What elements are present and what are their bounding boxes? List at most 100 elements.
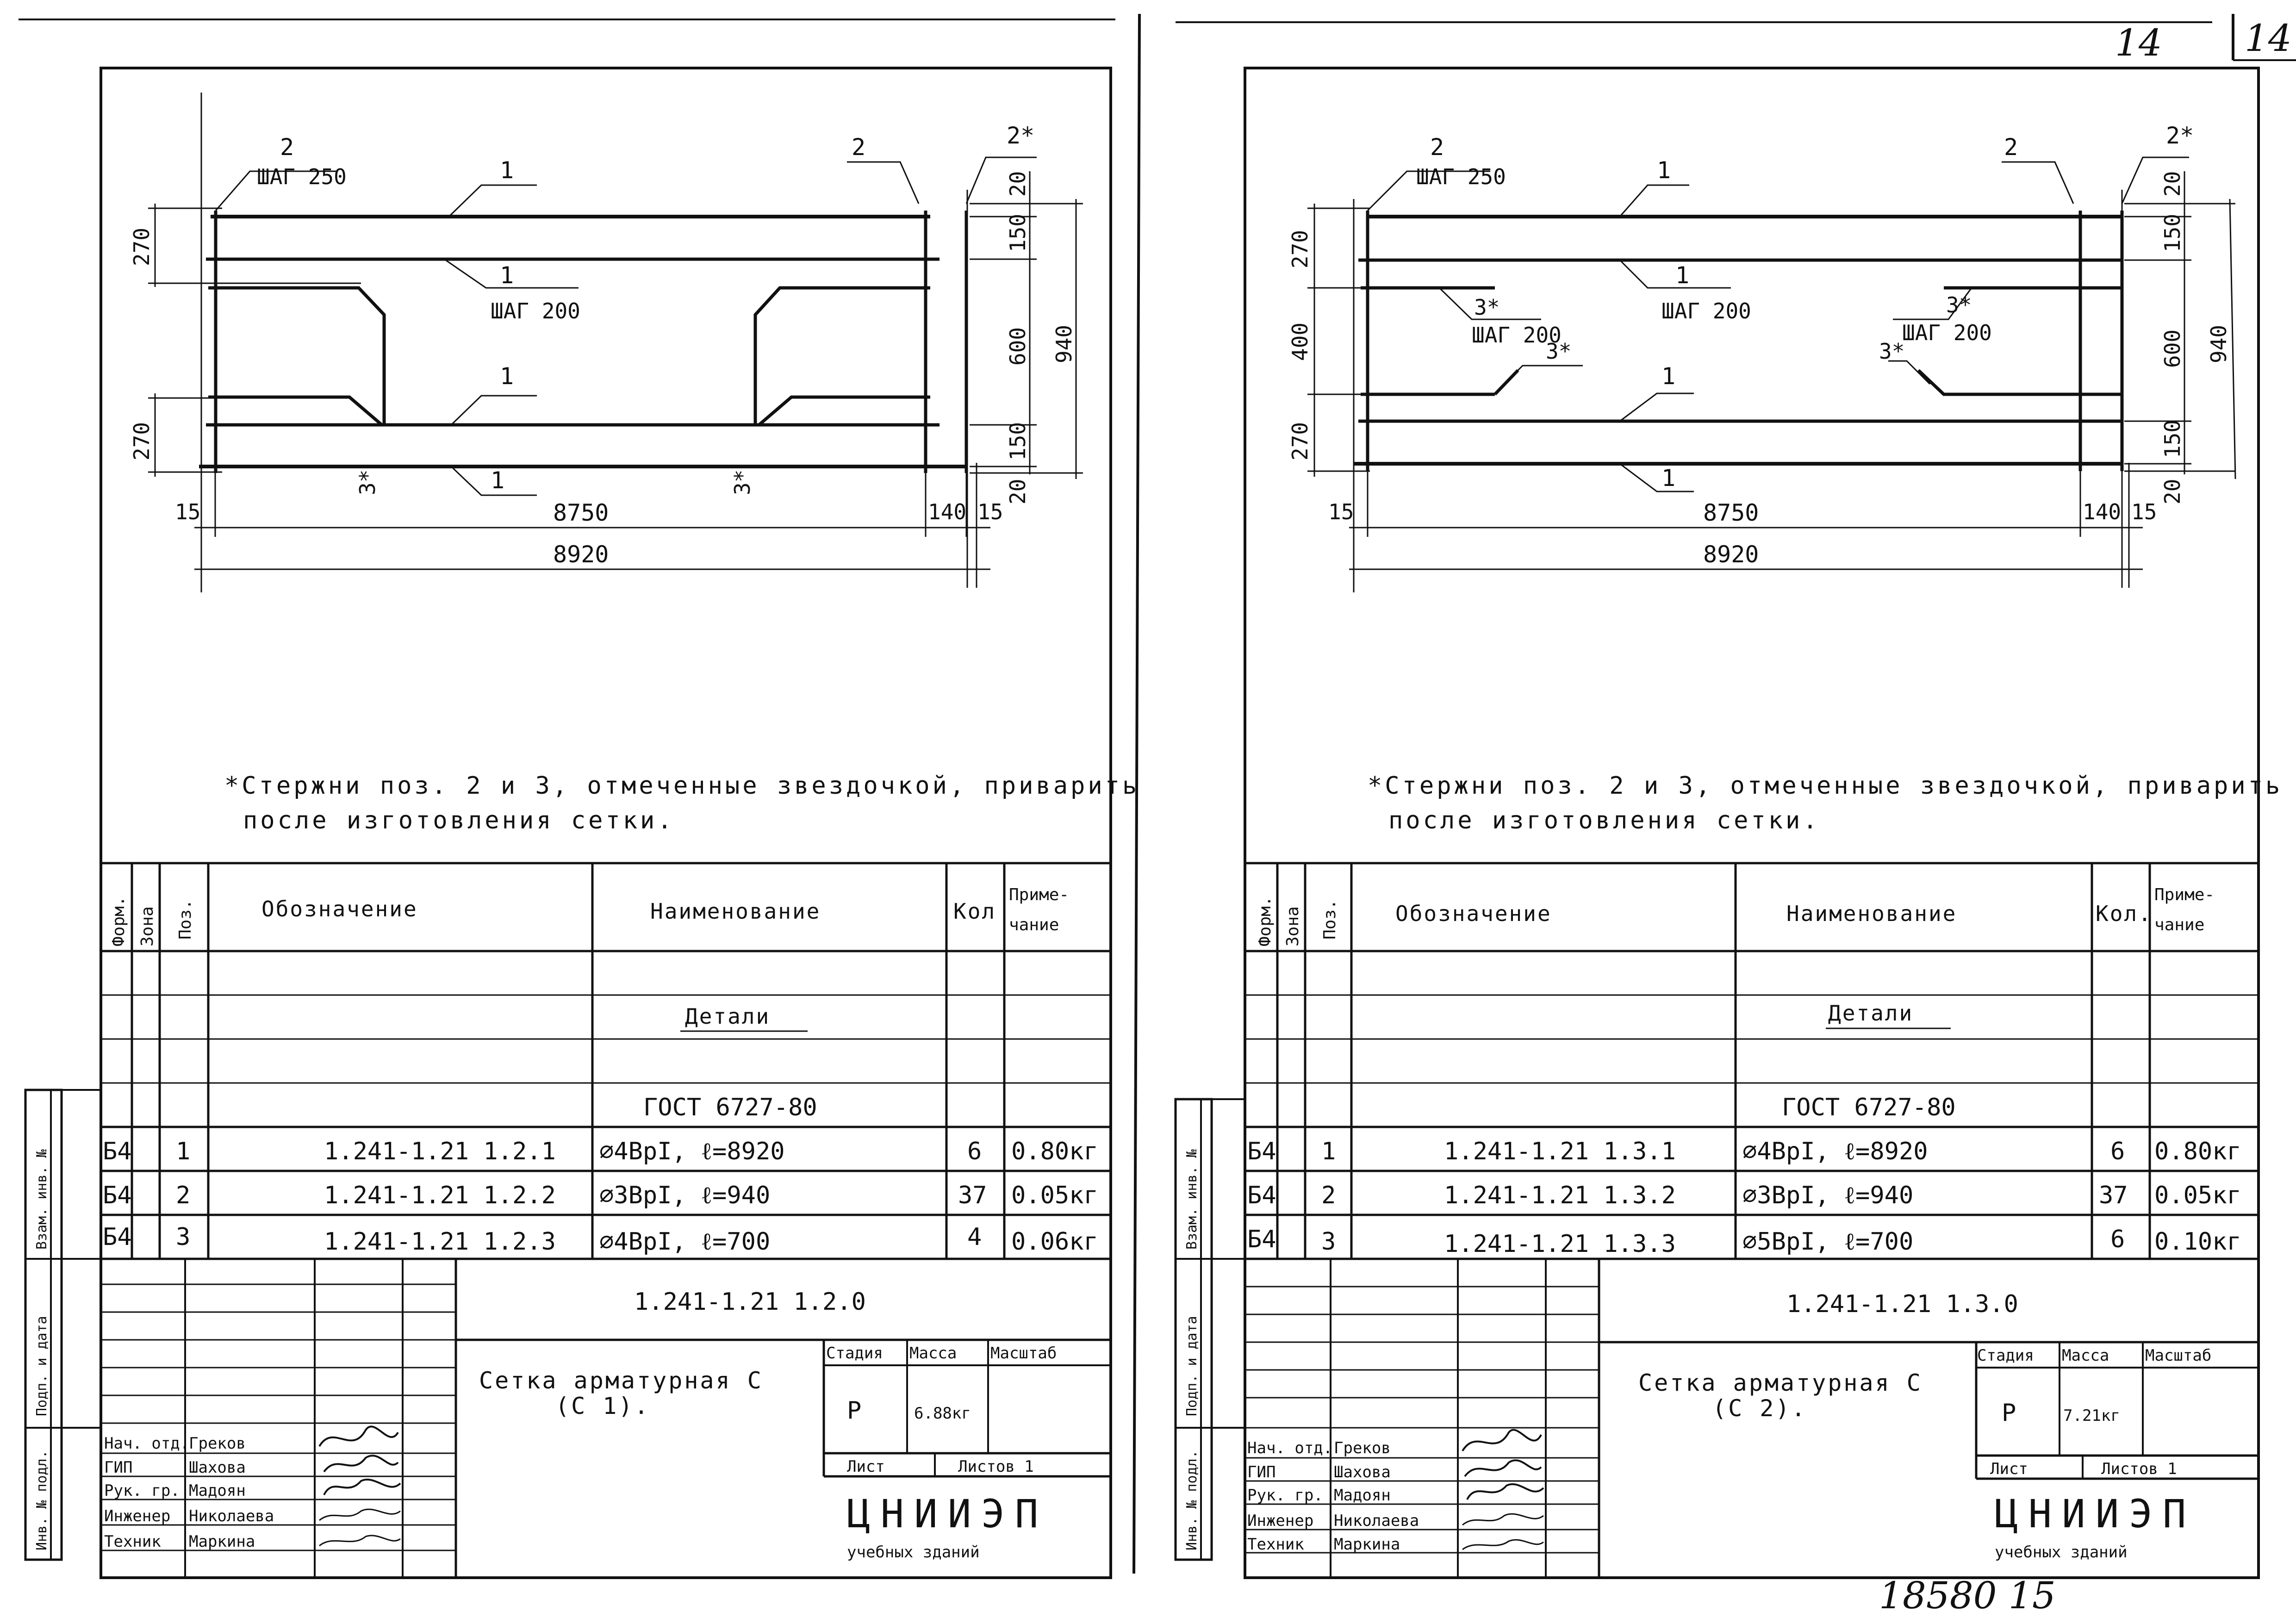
dim-940: 940 — [1052, 325, 1076, 363]
dim-8920: 8920 — [1703, 541, 1759, 568]
staff-name-2: Шахова — [1334, 1463, 1391, 1481]
label-pos2-right: 2 — [2004, 134, 2018, 161]
staff-name-1: Греков — [1334, 1439, 1391, 1457]
org-name: ЦНИИЭП — [1995, 1491, 2196, 1537]
row1-pos: 1 — [1321, 1138, 1336, 1165]
row1-pos: 1 — [176, 1138, 190, 1165]
staff-role-4: Инженер — [1247, 1512, 1313, 1530]
sheet-number-box: 14 — [2245, 17, 2292, 60]
stage-value: Р — [2002, 1399, 2016, 1427]
row2-note: 0.05кг — [1011, 1182, 1098, 1209]
label-pos2-left: 2 — [280, 134, 294, 161]
row2-note: 0.05кг — [2154, 1182, 2241, 1209]
note-line-2: после изготовления сетки. — [1388, 807, 1820, 834]
row2-qty: 37 — [958, 1182, 987, 1209]
staff-role-5: Техник — [104, 1532, 161, 1551]
mesh-drawing-c1: 2 ШАГ 250 2 2* 1 1 ШАГ 200 1 1 3* 3* 270… — [129, 93, 1083, 592]
scale-label: Масштаб — [990, 1344, 1057, 1363]
row3-designation: 1.241-1.21 1.3.3 — [1444, 1230, 1676, 1258]
row2-designation: 1.241-1.21 1.3.2 — [1444, 1182, 1676, 1209]
dim-600: 600 — [1005, 327, 1030, 366]
row2-format: Б4 — [1247, 1182, 1276, 1209]
col-header-qty: Кол — [953, 899, 996, 924]
label-pitch-200-c: ШАГ 200 — [1902, 320, 1992, 345]
dim-150-bottom: 150 — [1005, 422, 1030, 460]
col-header-zone: Зона — [1283, 906, 1302, 946]
stage-value: Р — [847, 1397, 861, 1425]
dim-20-top: 20 — [2160, 171, 2185, 197]
side-label-inv-replace: Взам. инв. № — [1184, 1149, 1200, 1250]
col-header-note-1: Приме- — [2154, 885, 2215, 904]
label-pos3-d: 3* — [1879, 339, 1904, 364]
staff-name-3: Мадоян — [189, 1481, 246, 1500]
dim-400: 400 — [1288, 323, 1313, 361]
row1-qty: 6 — [2110, 1138, 2125, 1165]
col-header-format: Форм. — [1256, 896, 1275, 946]
stage-label: Стадия — [826, 1344, 883, 1363]
dim-140: 140 — [2083, 499, 2121, 524]
row3-qty: 4 — [967, 1223, 982, 1251]
mass-label: Масса — [2062, 1346, 2109, 1365]
dim-940: 940 — [2206, 325, 2231, 363]
signature-4 — [1462, 1513, 1544, 1526]
row2-qty: 37 — [2099, 1182, 2128, 1209]
label-pitch-200: ШАГ 200 — [1661, 299, 1751, 324]
col-header-note-2: чание — [1009, 915, 1059, 934]
title-line-1: Сетка арматурная С — [479, 1367, 763, 1394]
title-line-1: Сетка арматурная С — [1638, 1369, 1923, 1396]
dim-20-bottom: 20 — [1005, 479, 1030, 504]
row3-format: Б4 — [1247, 1226, 1276, 1253]
label-pos2-star: 2* — [2166, 122, 2194, 149]
dim-150-bottom: 150 — [2160, 420, 2185, 458]
row3-qty: 6 — [2110, 1226, 2125, 1253]
staff-role-2: ГИП — [1247, 1463, 1276, 1481]
row1-format: Б4 — [103, 1138, 132, 1165]
mass-value: 7.21кг — [2063, 1406, 2120, 1425]
row1-designation: 1.241-1.21 1.2.1 — [324, 1138, 556, 1165]
side-label-sign-date: Подп. и дата — [1184, 1316, 1200, 1416]
section-title-details: Детали — [685, 1004, 770, 1029]
sheet-left: 2 ШАГ 250 2 2* 1 1 ШАГ 200 1 1 3* 3* 270… — [24, 67, 1137, 1579]
section-title-details: Детали — [1828, 1001, 1913, 1026]
dim-15-left: 15 — [175, 499, 200, 524]
row1-qty: 6 — [967, 1138, 982, 1165]
staff-role-1: Нач. отд. — [1247, 1439, 1332, 1457]
label-pos2-right: 2 — [852, 134, 865, 161]
label-pos3-b: 3* — [1546, 339, 1571, 364]
label-pos1-bottom: 1 — [1661, 465, 1675, 492]
title-block-c2: 1.241-1.21 1.3.0 Сетка арматурная С (С 2… — [1245, 1259, 2259, 1578]
side-label-sign-date: Подп. и дата — [34, 1316, 50, 1416]
col-header-zone: Зона — [138, 906, 157, 946]
staff-name-1: Греков — [189, 1434, 246, 1453]
note-line-1: *Стержни поз. 2 и 3, отмеченные звездочк… — [1368, 772, 2283, 800]
signature-2 — [323, 1455, 399, 1473]
col-header-name: Наименование — [1786, 901, 1957, 926]
staff-role-1: Нач. отд. — [104, 1434, 189, 1453]
note-line-2: после изготовления сетки. — [243, 807, 675, 834]
staff-name-3: Мадоян — [1334, 1486, 1391, 1505]
signature-4 — [319, 1508, 401, 1521]
dim-15-left: 15 — [1328, 499, 1354, 524]
signature-5 — [319, 1535, 401, 1547]
label-pos1-top: 1 — [1657, 157, 1671, 184]
row2-pos: 2 — [1321, 1182, 1336, 1209]
sheets-count: Листов 1 — [958, 1457, 1034, 1476]
sheet-label: Лист — [1990, 1460, 2028, 1478]
label-pos3-left: 3* — [355, 470, 380, 495]
row3-format: Б4 — [103, 1223, 132, 1251]
dim-8920: 8920 — [553, 541, 609, 568]
col-header-designation: Обозначение — [1395, 901, 1552, 926]
doc-code: 1.241-1.21 1.3.0 — [1786, 1290, 2018, 1318]
col-header-format: Форм. — [109, 896, 128, 946]
staff-name-4: Николаева — [1334, 1512, 1419, 1530]
side-label-inv-orig: Инв. № подл. — [1184, 1450, 1200, 1550]
col-header-note-2: чание — [2154, 915, 2204, 934]
dim-15-right: 15 — [977, 499, 1003, 524]
row3-designation: 1.241-1.21 1.2.3 — [324, 1228, 556, 1256]
label-pitch-250: ШАГ 250 — [1416, 164, 1506, 189]
row2-name: ⌀3ВрI, ℓ=940 — [599, 1182, 770, 1209]
dim-270-bottom: 270 — [1288, 422, 1313, 460]
staff-role-3: Рук. гр. — [1247, 1486, 1323, 1505]
mass-value: 6.88кг — [914, 1404, 971, 1423]
dim-150-top: 150 — [2160, 214, 2185, 252]
